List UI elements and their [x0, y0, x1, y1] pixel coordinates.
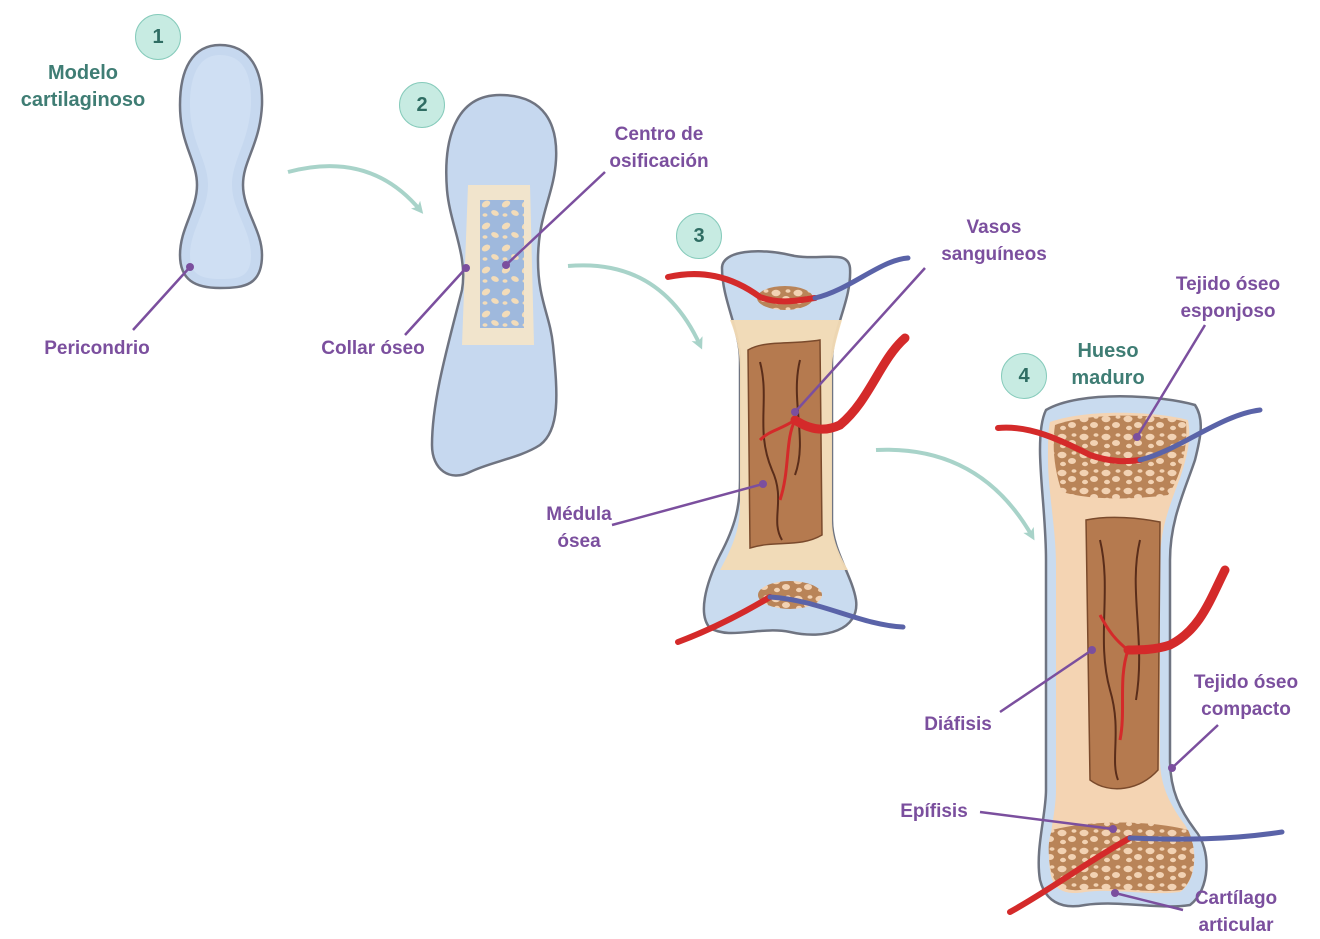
label-centro-line1: Centro de [596, 121, 722, 148]
arrow-1-to-2 [288, 166, 420, 210]
label-medula-line2: ósea [524, 528, 634, 555]
arrow-3-to-4 [876, 450, 1032, 536]
stage-2-primary-ossification [405, 95, 605, 476]
label-vasos-line1: Vasos [926, 214, 1062, 241]
label-collar-oseo: Collar óseo [312, 335, 434, 362]
stage-3-secondary-ossification [612, 251, 925, 642]
label-tejido-compacto: Tejido óseo compacto [1178, 669, 1314, 723]
label-vasos-sanguineos: Vasos sanguíneos [926, 214, 1062, 268]
stage-badge-1: 1 [135, 14, 181, 60]
label-hueso-maduro: Hueso maduro [1058, 338, 1158, 392]
label-medula-osea: Médula ósea [524, 501, 634, 555]
label-compacto-line2: compacto [1178, 696, 1314, 723]
label-centro-osificacion: Centro de osificación [596, 121, 722, 175]
label-modelo-line1: Modelo [8, 60, 158, 87]
label-esponjoso-line1: Tejido óseo [1160, 271, 1296, 298]
label-pericondrio: Pericondrio [34, 335, 160, 362]
label-diafisis: Diáfisis [912, 711, 1004, 738]
label-cartilago-line1: Cartílago [1180, 885, 1292, 912]
label-modelo-cartilaginoso: Modelo cartilaginoso [8, 60, 158, 114]
stage-badge-4: 4 [1001, 353, 1047, 399]
label-epifisis: Epífisis [888, 798, 980, 825]
stage-badge-3: 3 [676, 213, 722, 259]
stage-4-mature-bone [980, 325, 1282, 912]
label-centro-line2: osificación [596, 148, 722, 175]
label-medula-line1: Médula [524, 501, 634, 528]
label-tejido-esponjoso: Tejido óseo esponjoso [1160, 271, 1296, 325]
label-cartilago-line2: articular [1180, 912, 1292, 939]
label-esponjoso-line2: esponjoso [1160, 298, 1296, 325]
label-modelo-line2: cartilaginoso [8, 87, 158, 114]
label-hueso-line1: Hueso [1058, 338, 1158, 365]
label-cartilago-articular: Cartílago articular [1180, 885, 1292, 939]
stage-badge-2: 2 [399, 82, 445, 128]
label-vasos-line2: sanguíneos [926, 241, 1062, 268]
label-compacto-line1: Tejido óseo [1178, 669, 1314, 696]
label-hueso-line2: maduro [1058, 365, 1158, 392]
